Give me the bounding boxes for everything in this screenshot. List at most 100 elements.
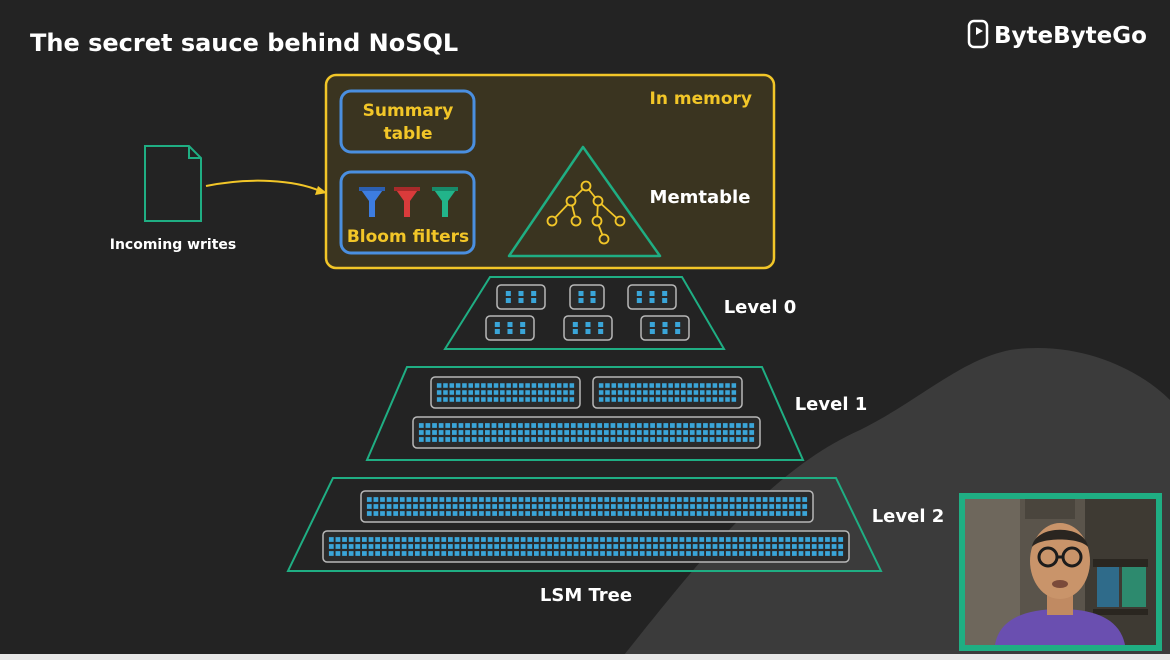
sstable-cell [525, 397, 530, 402]
sstable-cell [620, 551, 625, 556]
sstable-cell [512, 397, 518, 402]
sstable-cell [538, 511, 544, 516]
sstable-cell [467, 544, 473, 549]
sstable-cell [624, 390, 629, 395]
sstable-cell [375, 537, 380, 542]
sstable-cell [362, 537, 367, 542]
sstable-cell [551, 423, 556, 428]
sstable-cell [662, 390, 667, 395]
sstable-cell [348, 544, 354, 549]
sstable-cell [690, 511, 695, 516]
sstable-cell [736, 511, 742, 516]
bytebytego-logo-icon [967, 19, 989, 49]
sstable-cell [657, 511, 662, 516]
sstable-cell [731, 383, 737, 388]
sstable-cell [491, 423, 497, 428]
sstable-cell [696, 437, 702, 442]
sstable-cell [706, 383, 711, 388]
sstable-cell [706, 551, 711, 556]
sstable-cell [436, 397, 442, 402]
sstable-cell [742, 511, 748, 516]
sstable-cell [514, 544, 519, 549]
sstable-cell [445, 423, 451, 428]
sstable-cell [465, 504, 471, 509]
sstable-cell [558, 497, 563, 502]
sstable-cell [366, 504, 372, 509]
sstable-cell [551, 430, 556, 435]
sstable-cell [413, 511, 418, 516]
sstable-cell [818, 551, 824, 556]
sstable-cell [527, 537, 533, 542]
memtable-label: Memtable [650, 187, 751, 208]
sstable-cell [551, 504, 557, 509]
sstable-cell [584, 511, 590, 516]
sstable-cell [449, 383, 455, 388]
sstable-cell [556, 397, 562, 402]
sstable-cell [445, 437, 451, 442]
sstable-cell [752, 551, 758, 556]
sstable-cell [811, 544, 817, 549]
sstable-cell [425, 423, 431, 428]
sstable-cell [386, 511, 392, 516]
sstable-cell [518, 430, 523, 435]
sstable-cell [505, 297, 511, 304]
sstable-cell [655, 390, 661, 395]
sstable-cell [368, 551, 374, 556]
sstable-cell [443, 383, 448, 388]
sstable-cell [811, 551, 817, 556]
presenter-image [965, 499, 1156, 645]
sstable-cell [785, 537, 791, 542]
sstable-cell [655, 397, 661, 402]
sstable-cell [518, 504, 524, 509]
sstable-cell [729, 504, 735, 509]
sstable-cell [670, 511, 676, 516]
sstable-cell [498, 511, 504, 516]
sstable-cell [633, 551, 638, 556]
sstable-cell [518, 297, 524, 304]
sstable-cell [481, 390, 486, 395]
incoming-writes: Incoming writes [110, 145, 237, 253]
sstable-cell [468, 397, 474, 402]
sstable-cell [591, 497, 596, 502]
sstable-cell [802, 497, 808, 502]
sstable-cell [471, 437, 477, 442]
sstable-cell [485, 430, 490, 435]
sstable-cell [623, 423, 629, 428]
sstable-cell [550, 383, 556, 388]
sstable-cell [461, 544, 466, 549]
sstable-cell [605, 390, 610, 395]
sstable-cell [689, 437, 695, 442]
sstable-cell [693, 383, 699, 388]
sstable-cell [709, 497, 715, 502]
sstable-cell [468, 383, 474, 388]
sstable-cell [644, 497, 649, 502]
sstable-cell [749, 430, 755, 435]
sstable-cell [611, 383, 617, 388]
sstable-cell [643, 383, 648, 388]
sstable-cell [624, 383, 629, 388]
sstable-cell [630, 423, 636, 428]
sstable-cell [462, 383, 467, 388]
sstable-cell [485, 504, 491, 509]
sstable-cell [617, 437, 622, 442]
sstable-cell [449, 390, 455, 395]
sstable-cell [507, 544, 513, 549]
progress-bar-track[interactable] [0, 654, 1170, 660]
arrow-head [315, 186, 327, 195]
sstable-cell [507, 551, 513, 556]
sstable-cell [520, 321, 526, 328]
sstable-cell [725, 383, 730, 388]
sstable-cell [709, 437, 715, 442]
sstable-cell [772, 537, 777, 542]
sstable-cell [525, 390, 530, 395]
incoming-writes-label: Incoming writes [110, 237, 237, 253]
sstable-cell [563, 397, 568, 402]
sstable-cell [479, 497, 484, 502]
sstable-cell [745, 551, 751, 556]
sstable-cell [531, 497, 537, 502]
sstable-cell [544, 423, 550, 428]
sstable-cell [570, 437, 576, 442]
sstable-cell [421, 544, 427, 549]
sstable-cell [646, 544, 652, 549]
